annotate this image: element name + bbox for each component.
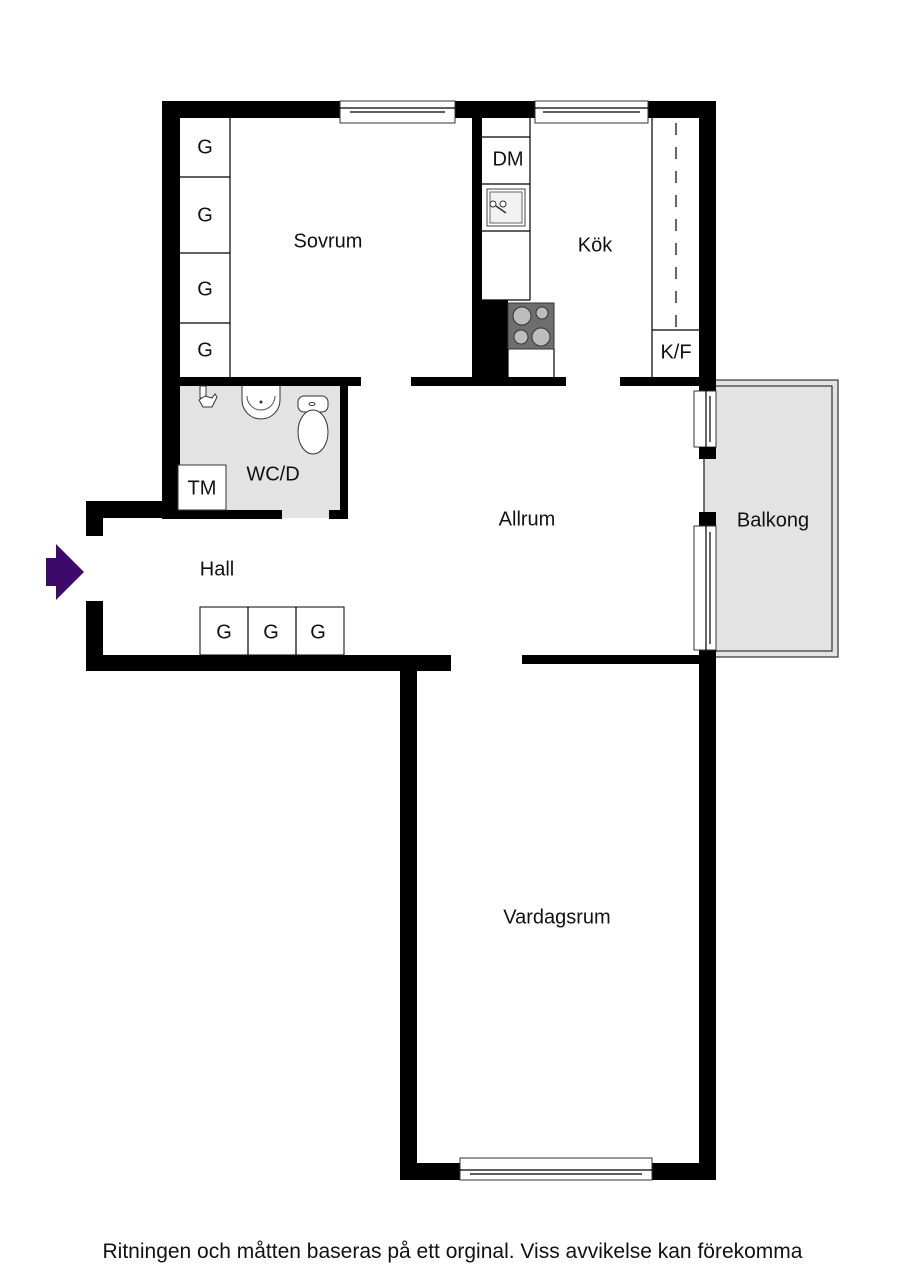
wardrobe-label: G (197, 339, 213, 361)
kitchen-counter-right: K/F (651, 118, 699, 377)
room-label-allrum: Allrum (499, 508, 556, 530)
disclaimer-text: Ritningen och måtten baseras på ett orgi… (102, 1240, 803, 1263)
entrance-arrow-icon (46, 544, 84, 600)
room-label-balkong: Balkong (737, 509, 809, 531)
wash-basin-icon (241, 386, 281, 420)
wardrobe-label: G (197, 136, 213, 158)
wardrobe-label: G (216, 621, 232, 643)
wardrobe-label: G (197, 204, 213, 226)
stove-icon (507, 302, 555, 350)
bedroom-wardrobes: G G G G (180, 118, 231, 377)
window-living-room (459, 1157, 653, 1181)
room-label-sovrum: Sovrum (294, 230, 363, 252)
window-bedroom (339, 100, 456, 124)
walls (86, 101, 716, 1180)
kitchen-counter-left: DM (482, 118, 555, 377)
balcony-door-upper (693, 390, 717, 459)
room-label-hall: Hall (200, 558, 234, 580)
room-label-vardagsrum: Vardagsrum (503, 906, 610, 928)
washing-machine-label: TM (188, 477, 217, 499)
tap-icon (198, 385, 218, 408)
fridge-freezer-label: K/F (660, 341, 691, 363)
room-label-kok: Kök (578, 234, 613, 256)
wardrobe-label: G (310, 621, 326, 643)
wardrobe-label: G (263, 621, 279, 643)
toilet-icon (297, 395, 329, 455)
hall-wardrobes: G G G (199, 606, 345, 656)
balcony-door-lower (693, 525, 717, 651)
washing-machine (177, 464, 227, 511)
room-label-wc: WC/D (246, 463, 299, 485)
kitchen-sink-icon (486, 188, 526, 227)
balcony-floor (704, 380, 838, 657)
window-kitchen (534, 100, 649, 124)
dishwasher-label: DM (492, 148, 523, 170)
wardrobe-label: G (197, 278, 213, 300)
